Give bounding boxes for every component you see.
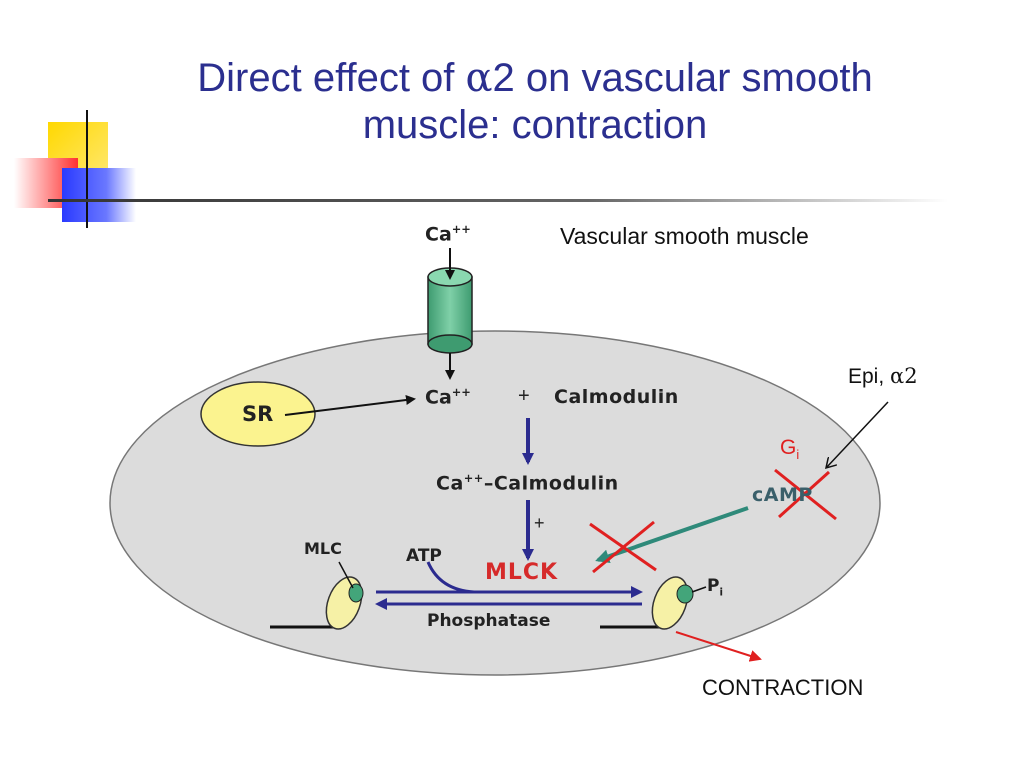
arrow-epi-to-gi [826,401,889,468]
page-title: Direct effect of α2 on vascular smooth m… [120,55,950,149]
epi-alpha2-label: Epi, α2 [848,364,918,388]
cell-label: Vascular smooth muscle [560,223,809,249]
camp-label: cAMP [752,484,813,506]
vertical-rule [86,110,88,228]
title-prefix: Direct effect of [197,56,466,100]
title-suffix: 2 on vascular smooth [492,56,873,100]
title-rule [48,199,948,202]
calmodulin-label: Calmodulin [554,386,679,408]
contraction-label: CONTRACTION [702,675,864,700]
sr-label: SR [242,402,274,426]
ca-calmodulin-complex-label: Ca++–Calmodulin [436,471,619,495]
phosphatase-label: Phosphatase [427,611,551,631]
mlc-label: MLC [304,539,342,558]
ca-extracellular-label: Ca++ [425,222,471,246]
ca-intracellular-label: Ca++ [425,385,471,409]
red-x-camp [774,468,837,521]
atp-label: ATP [406,546,442,566]
red-x-inhibition [589,520,657,574]
plus-sign: + [518,385,530,407]
blue-square [62,168,136,222]
arrow-to-contraction [675,631,762,662]
arrow-camp-inhibition [595,506,749,564]
title-alpha: α [465,55,493,101]
sr-organelle [200,381,316,447]
title-line2: muscle: contraction [362,103,708,147]
mlck-label: MLCK [485,560,559,585]
corner-decoration [0,100,160,240]
gi-label: Gi [780,436,800,463]
pi-label: Pi [707,576,723,599]
myosin-head-right [600,576,707,630]
plus-small-label: + [534,513,545,533]
myosin-head-left [270,561,364,630]
calcium-channel [427,267,473,354]
arrow-sr-to-ca [284,395,416,416]
